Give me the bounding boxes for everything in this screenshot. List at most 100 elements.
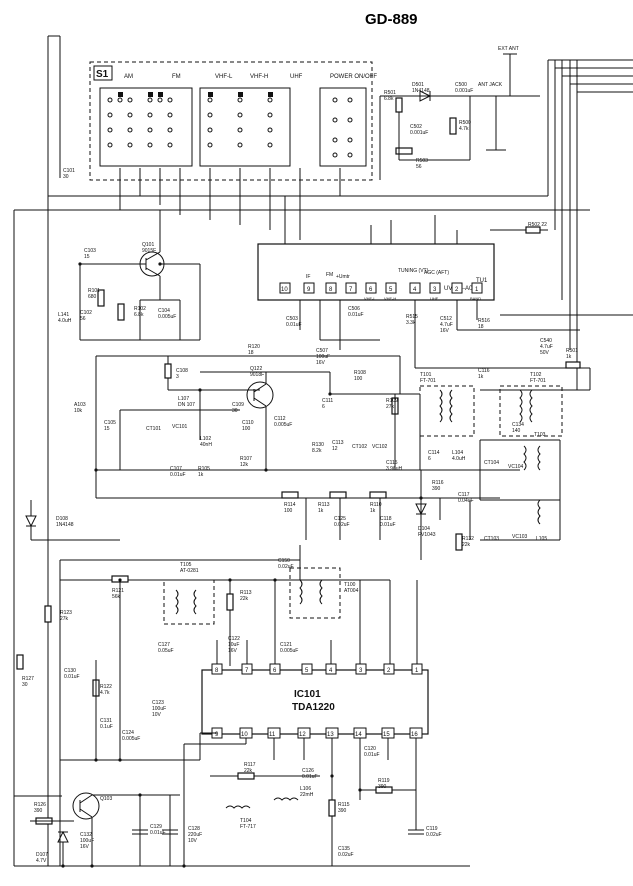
ext-ant-label: EXT ANT (498, 46, 519, 52)
antenna-section: EXT ANT ANT JACK (379, 46, 540, 180)
svg-text:C123: C123 (152, 700, 164, 706)
svg-text:3: 3 (176, 374, 179, 380)
svg-text:0.04uF: 0.04uF (458, 498, 474, 504)
svg-text:10uF: 10uF (228, 642, 239, 648)
svg-text:40nH: 40nH (200, 442, 212, 448)
svg-text:C119: C119 (426, 826, 438, 832)
svg-text:C132: C132 (80, 832, 92, 838)
svg-text:R113: R113 (318, 502, 330, 508)
svg-text:R109: R109 (386, 398, 398, 404)
q122-transistor (246, 381, 274, 409)
svg-text:R501: R501 (384, 90, 396, 96)
svg-text:C114: C114 (428, 450, 440, 456)
svg-text:0.005uF: 0.005uF (158, 314, 176, 320)
svg-text:2: 2 (455, 287, 459, 293)
svg-text:4.0uH: 4.0uH (452, 456, 466, 462)
svg-text:AT004: AT004 (344, 588, 359, 594)
svg-text:C121: C121 (280, 642, 292, 648)
svg-text:R500: R500 (459, 120, 471, 126)
svg-text:C113: C113 (332, 440, 344, 446)
svg-text:C116: C116 (478, 368, 490, 374)
svg-text:0.01uF: 0.01uF (302, 774, 318, 780)
svg-text:R102: R102 (134, 306, 146, 312)
svg-text:R126: R126 (34, 802, 46, 808)
svg-text:0.001uF: 0.001uF (410, 130, 428, 136)
svg-text:C110: C110 (242, 420, 254, 426)
svg-text:CT103: CT103 (484, 536, 499, 542)
svg-text:R117: R117 (244, 762, 256, 768)
svg-text:C105: C105 (104, 420, 116, 426)
svg-text:C127: C127 (158, 642, 170, 648)
svg-text:C540: C540 (540, 338, 552, 344)
svg-text:VC103: VC103 (512, 534, 528, 540)
rf-section (95, 355, 591, 499)
svg-text:22mH: 22mH (300, 792, 314, 798)
svg-text:12: 12 (332, 446, 338, 452)
svg-text:VC104: VC104 (508, 464, 524, 470)
svg-text:6: 6 (428, 456, 431, 462)
svg-text:L107: L107 (178, 396, 189, 402)
svg-text:100uF: 100uF (316, 354, 330, 360)
svg-text:C134: C134 (512, 422, 524, 428)
svg-text:0.01uF: 0.01uF (364, 752, 380, 758)
svg-text:1k: 1k (478, 374, 484, 380)
svg-text:0.02uF: 0.02uF (278, 564, 294, 570)
svg-text:R515: R515 (406, 314, 418, 320)
svg-text:1k: 1k (566, 354, 572, 360)
svg-text:IF: IF (306, 274, 310, 280)
svg-text:VHF-H: VHF-H (384, 296, 396, 301)
svg-text:R502 22: R502 22 (528, 222, 547, 228)
ic101-part: TDA1220 (292, 702, 335, 713)
svg-text:8.2k: 8.2k (312, 448, 322, 454)
svg-text:4.0uH: 4.0uH (58, 318, 72, 324)
svg-text:1k: 1k (370, 508, 376, 514)
svg-text:R108: R108 (354, 370, 366, 376)
svg-text:C500: C500 (455, 82, 467, 88)
svg-text:C112: C112 (274, 416, 286, 422)
svg-text:C107: C107 (170, 466, 182, 472)
svg-text:R120: R120 (248, 344, 260, 350)
svg-text:CT101: CT101 (146, 426, 161, 432)
svg-text:1: 1 (475, 287, 479, 293)
svg-text:C120: C120 (364, 746, 376, 752)
svg-text:DN 107: DN 107 (178, 402, 195, 408)
switch-ref-box (93, 65, 113, 81)
q103-regulator (14, 792, 180, 866)
svg-text:L105: L105 (536, 536, 547, 542)
band-switch-s1: S1 AM FM VHF-L VHF-H UHF POWER ON/OFF (89, 61, 377, 240)
svg-text:22k: 22k (240, 596, 249, 602)
svg-text:3.3k: 3.3k (406, 320, 416, 326)
svg-text:22k: 22k (462, 542, 471, 548)
svg-text:T100: T100 (344, 582, 356, 588)
svg-text:7: 7 (245, 668, 249, 674)
svg-text:0.02uF: 0.02uF (334, 522, 350, 528)
ic101-top-pins: 8 7 6 5 4 3 2 1 (211, 663, 423, 675)
tuner-ref: TU1 (476, 278, 488, 284)
svg-text:R121: R121 (112, 588, 124, 594)
svg-text:C129: C129 (150, 824, 162, 830)
svg-text:56: 56 (416, 164, 422, 170)
ic101: IC101 TDA1220 8 7 6 5 4 3 2 1 9 10 11 12… (201, 663, 429, 739)
svg-text:30: 30 (22, 682, 28, 688)
svg-text:0.1uF: 0.1uF (100, 724, 113, 730)
svg-text:3.96uH: 3.96uH (386, 466, 403, 472)
svg-text:C150: C150 (278, 558, 290, 564)
svg-text:R107: R107 (240, 456, 252, 462)
svg-text:+Umtr: +Umtr (336, 274, 350, 280)
svg-text:6: 6 (273, 668, 277, 674)
ic101-ref: IC101 (294, 689, 321, 700)
svg-text:C104: C104 (158, 308, 170, 314)
svg-text:0.01uF: 0.01uF (380, 522, 396, 528)
svg-text:15: 15 (104, 426, 110, 432)
svg-text:R116: R116 (432, 480, 444, 486)
svg-text:4.7k: 4.7k (100, 690, 110, 696)
svg-text:C117: C117 (458, 492, 470, 498)
svg-text:BAND: BAND (470, 296, 481, 301)
svg-text:11: 11 (269, 732, 276, 738)
svg-text:100uF: 100uF (152, 706, 166, 712)
svg-text:9018F: 9018F (250, 372, 264, 378)
svg-text:FM: FM (326, 272, 333, 278)
svg-text:VC101: VC101 (172, 424, 188, 430)
svg-text:3: 3 (433, 287, 437, 293)
svg-text:390: 390 (338, 808, 347, 814)
